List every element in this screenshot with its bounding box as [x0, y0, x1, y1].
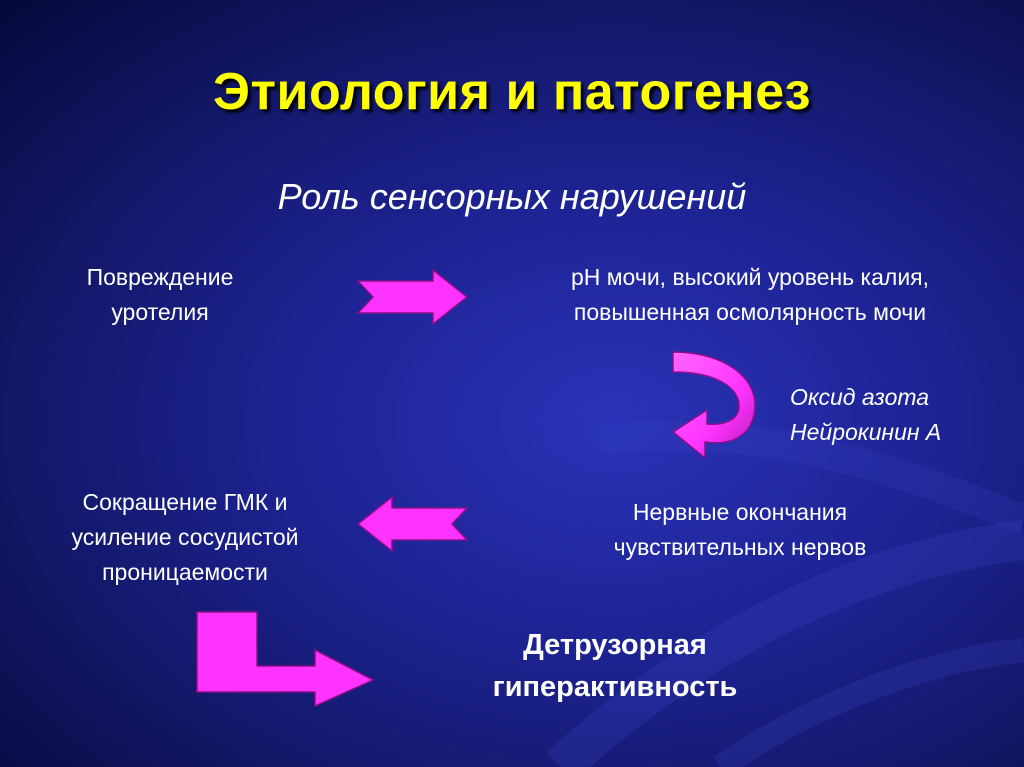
node-urine-factors: рН мочи, высокий уровень калия, повышенн…: [500, 260, 1000, 330]
node-line: Детрузорная: [523, 629, 707, 661]
node-smooth-muscle: Сокращение ГМК и усиление сосудистой про…: [25, 485, 345, 590]
node-line: чувствительных нервов: [613, 534, 867, 560]
node-line: Повреждение: [86, 264, 234, 290]
node-line: уротелия: [111, 299, 209, 325]
bent-arrow-icon: [196, 611, 375, 708]
node-line: рН мочи, высокий уровень калия,: [570, 264, 930, 290]
node-line: усиление сосудистой: [71, 524, 299, 550]
arrow-left-icon: [356, 495, 469, 553]
node-line: Оксид азота: [790, 384, 930, 410]
node-nerve-endings: Нервные окончания чувствительных нервов: [560, 495, 920, 565]
node-mediators: Оксид азота Нейрокинин А: [790, 380, 1000, 450]
node-line: повышенная осмолярность мочи: [573, 299, 927, 325]
node-urothelium-damage: Повреждение уротелия: [40, 260, 280, 330]
node-line: проницаемости: [102, 559, 268, 585]
node-line: Сокращение ГМК и: [82, 489, 288, 515]
slide-subtitle: Роль сенсорных нарушений: [277, 176, 747, 217]
node-line: гиперактивность: [492, 671, 738, 703]
node-line: Нейрокинин А: [790, 419, 942, 445]
arrow-right-icon: [356, 268, 469, 326]
curved-arrow-icon: [671, 351, 756, 460]
node-result: Детрузорная гиперактивность: [440, 624, 790, 708]
node-line: Нервные окончания: [632, 499, 848, 525]
slide-title: Этиология и патогенез: [213, 63, 811, 121]
